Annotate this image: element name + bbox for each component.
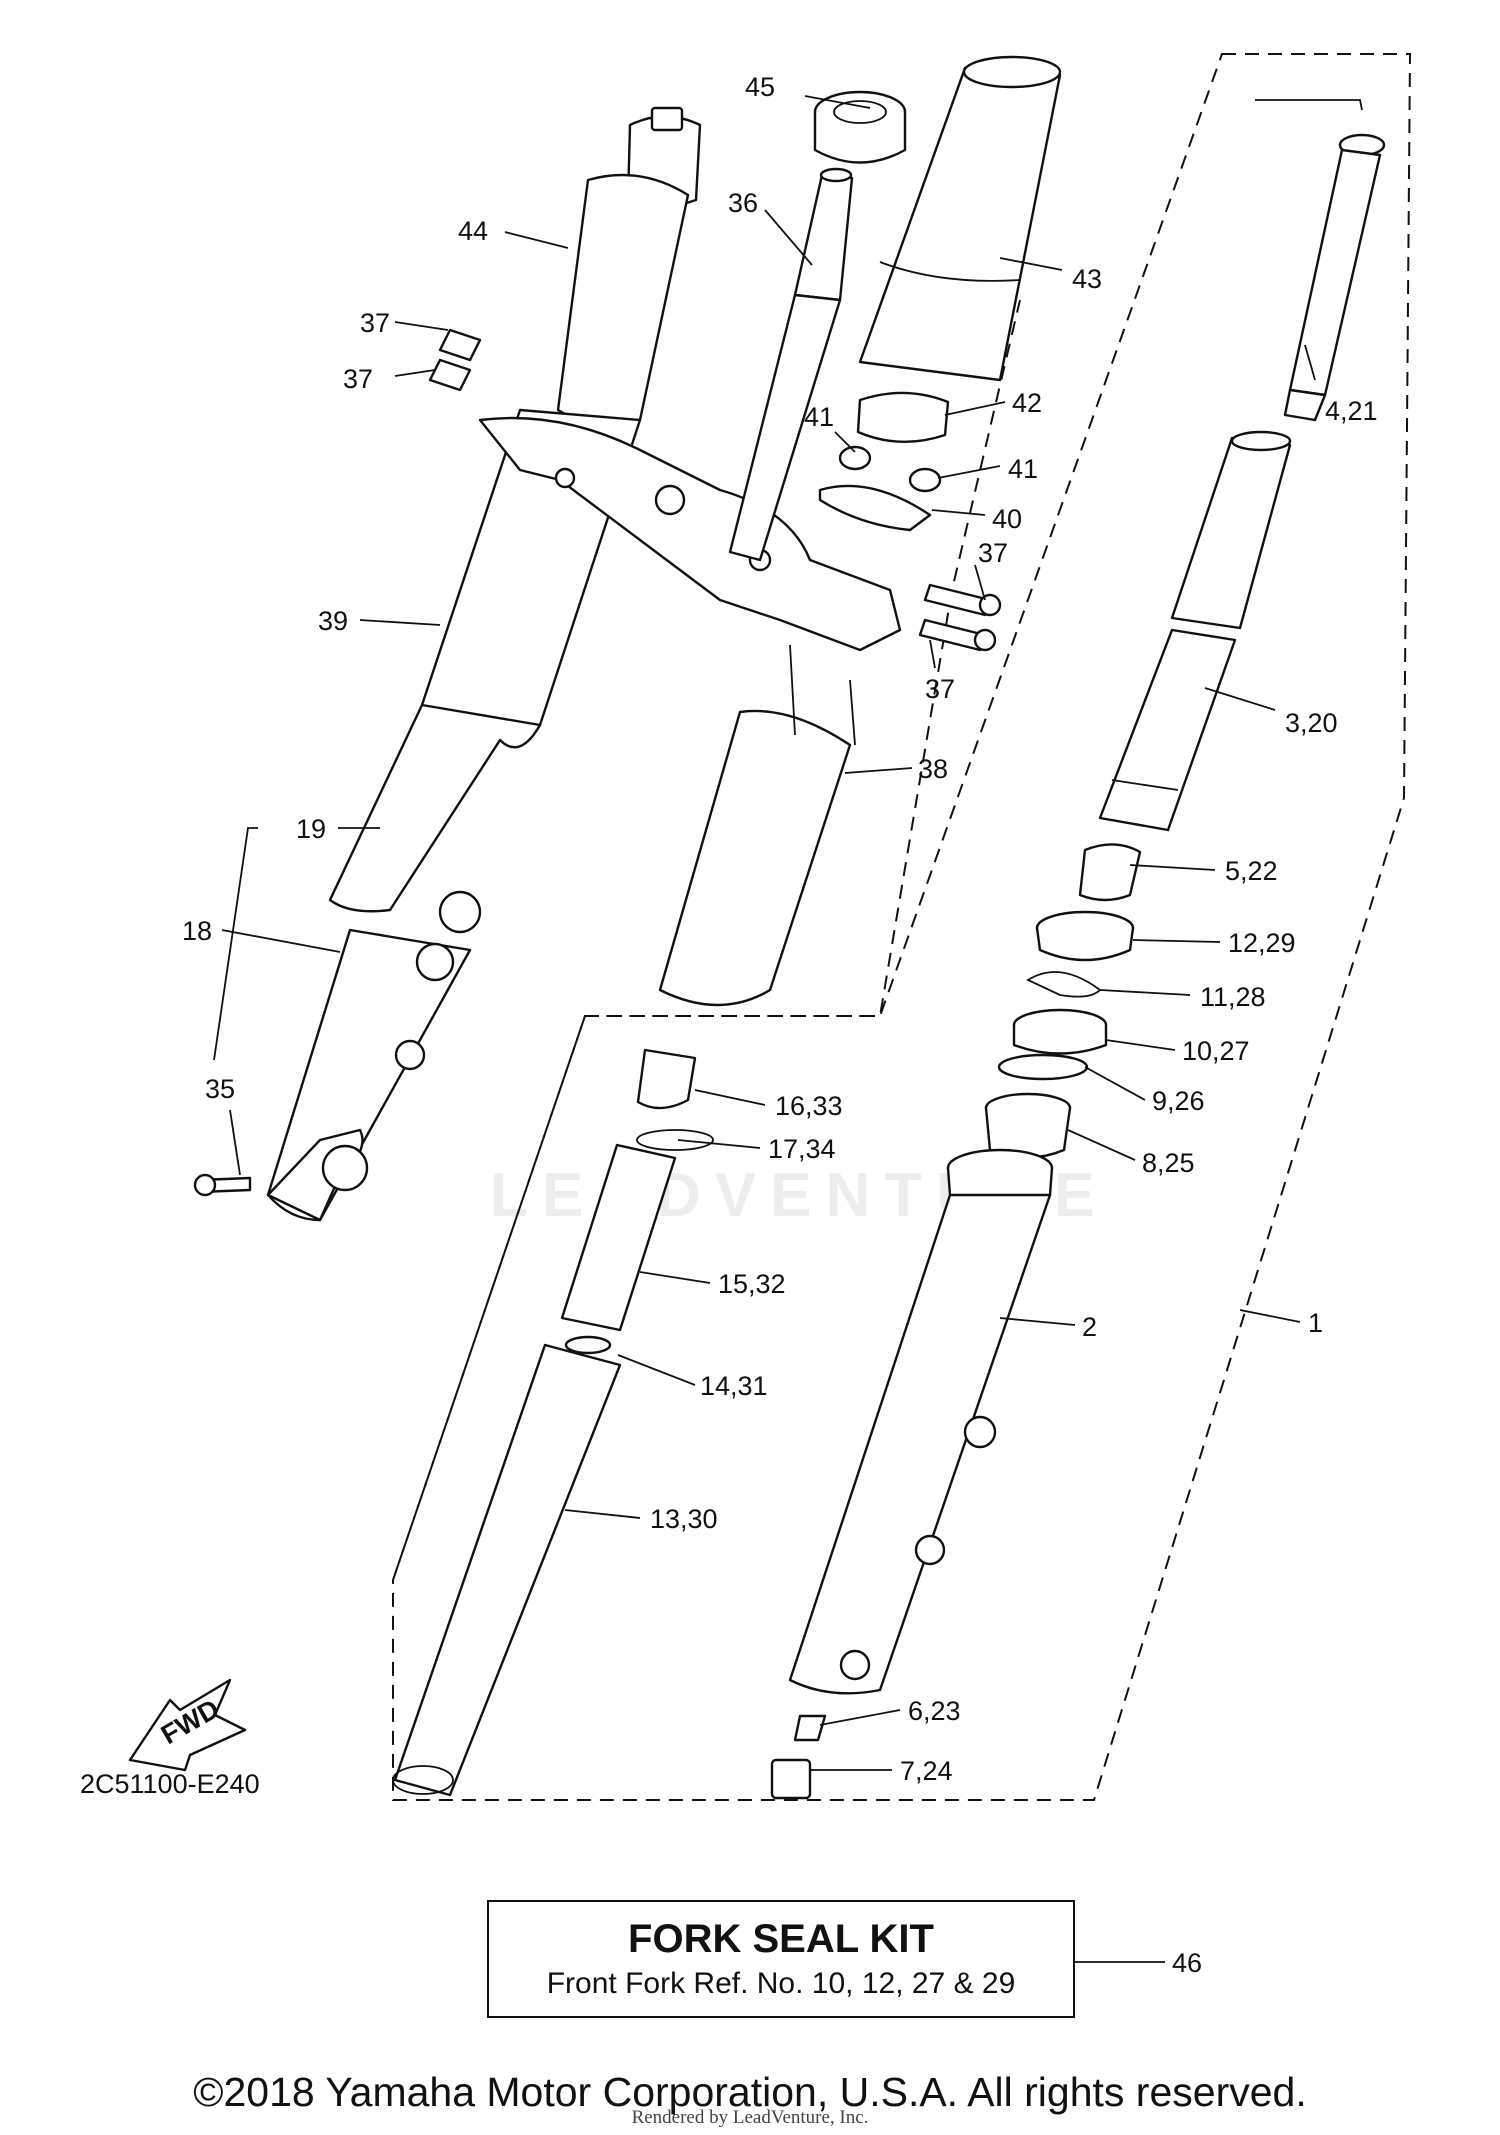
callout-2: 2 [1082, 1312, 1097, 1342]
callout-1: 1 [1308, 1308, 1323, 1338]
callout-8-25: 8,25 [1142, 1148, 1195, 1178]
callout-40: 40 [992, 504, 1022, 534]
callout-41-b: 41 [1008, 454, 1038, 484]
callout-12-29: 12,29 [1228, 928, 1296, 958]
callout-5-22: 5,22 [1225, 856, 1278, 886]
callouts: 45 36 43 44 37 37 42 41 41 40 37 37 4,21… [80, 72, 1378, 1978]
callout-11-28: 11,28 [1200, 982, 1266, 1012]
leader-lines [213, 95, 1316, 1963]
callout-10-27: 10,27 [1182, 1036, 1250, 1066]
copyright: ©2018 Yamaha Motor Corporation, U.S.A. A… [193, 2069, 1307, 2115]
seal-parts [984, 843, 1142, 1159]
left-fork-leg [193, 106, 702, 1222]
bracket-4-21 [1255, 99, 1363, 111]
render-credit: Rendered by LeadVenture, Inc. [631, 2107, 869, 2128]
callout-6-23: 6,23 [908, 1696, 961, 1726]
callout-4-21: 4,21 [1325, 396, 1378, 426]
callout-37-b: 37 [343, 364, 373, 394]
callout-13-30: 13,30 [650, 1504, 718, 1534]
nut-42 [856, 391, 950, 443]
callout-17-34: 17,34 [768, 1134, 836, 1164]
callout-19: 19 [296, 814, 326, 844]
callout-38: 38 [918, 754, 948, 784]
callout-15-32: 15,32 [718, 1269, 786, 1299]
assembly-outline-damper [392, 1015, 586, 1581]
callout-18: 18 [182, 916, 212, 946]
callout-37-c: 37 [978, 538, 1008, 568]
callout-35: 35 [205, 1074, 235, 1104]
plate-40 [818, 484, 932, 532]
callout-45: 45 [745, 72, 775, 102]
callout-44: 44 [458, 216, 488, 246]
callout-41-a: 41 [804, 402, 834, 432]
kit-subtitle: Front Fork Ref. No. 10, 12, 27 & 29 [546, 1967, 1016, 2000]
washer-41b [908, 467, 942, 493]
fork-seal-kit-box: FORK SEAL KIT Front Fork Ref. No. 10, 12… [487, 1900, 1075, 2018]
washer-41a [838, 445, 872, 471]
assembly-outline-inner [585, 299, 1021, 1017]
callout-43: 43 [1072, 264, 1102, 294]
callout-36: 36 [728, 188, 758, 218]
cover-43 [858, 55, 1062, 382]
callout-39: 39 [318, 606, 348, 636]
cover-38 [658, 644, 856, 1007]
bearing-45 [813, 90, 907, 164]
callout-37-a: 37 [360, 308, 390, 338]
drawing-code: 2C51100-E240 [80, 1769, 260, 1799]
bolts-37-left [428, 328, 482, 392]
callout-37-d: 37 [925, 674, 955, 704]
callout-3-20: 3,20 [1285, 708, 1338, 738]
callout-14-31: 14,31 [700, 1371, 768, 1401]
damper-cartridge [392, 1048, 714, 1797]
fwd-arrow: FWD [128, 1678, 247, 1772]
kit-title: FORK SEAL KIT [628, 1917, 934, 1961]
bolts-37-right [918, 583, 1002, 652]
callout-46: 46 [1172, 1948, 1202, 1978]
callout-7-24: 7,24 [900, 1756, 953, 1786]
outer-tube-2 [770, 1148, 1054, 1800]
callout-16-33: 16,33 [775, 1091, 843, 1121]
fork-spring-3-20 [1098, 430, 1292, 832]
callout-42: 42 [1012, 388, 1042, 418]
callout-9-26: 9,26 [1152, 1086, 1205, 1116]
damper-rod [1283, 133, 1386, 422]
